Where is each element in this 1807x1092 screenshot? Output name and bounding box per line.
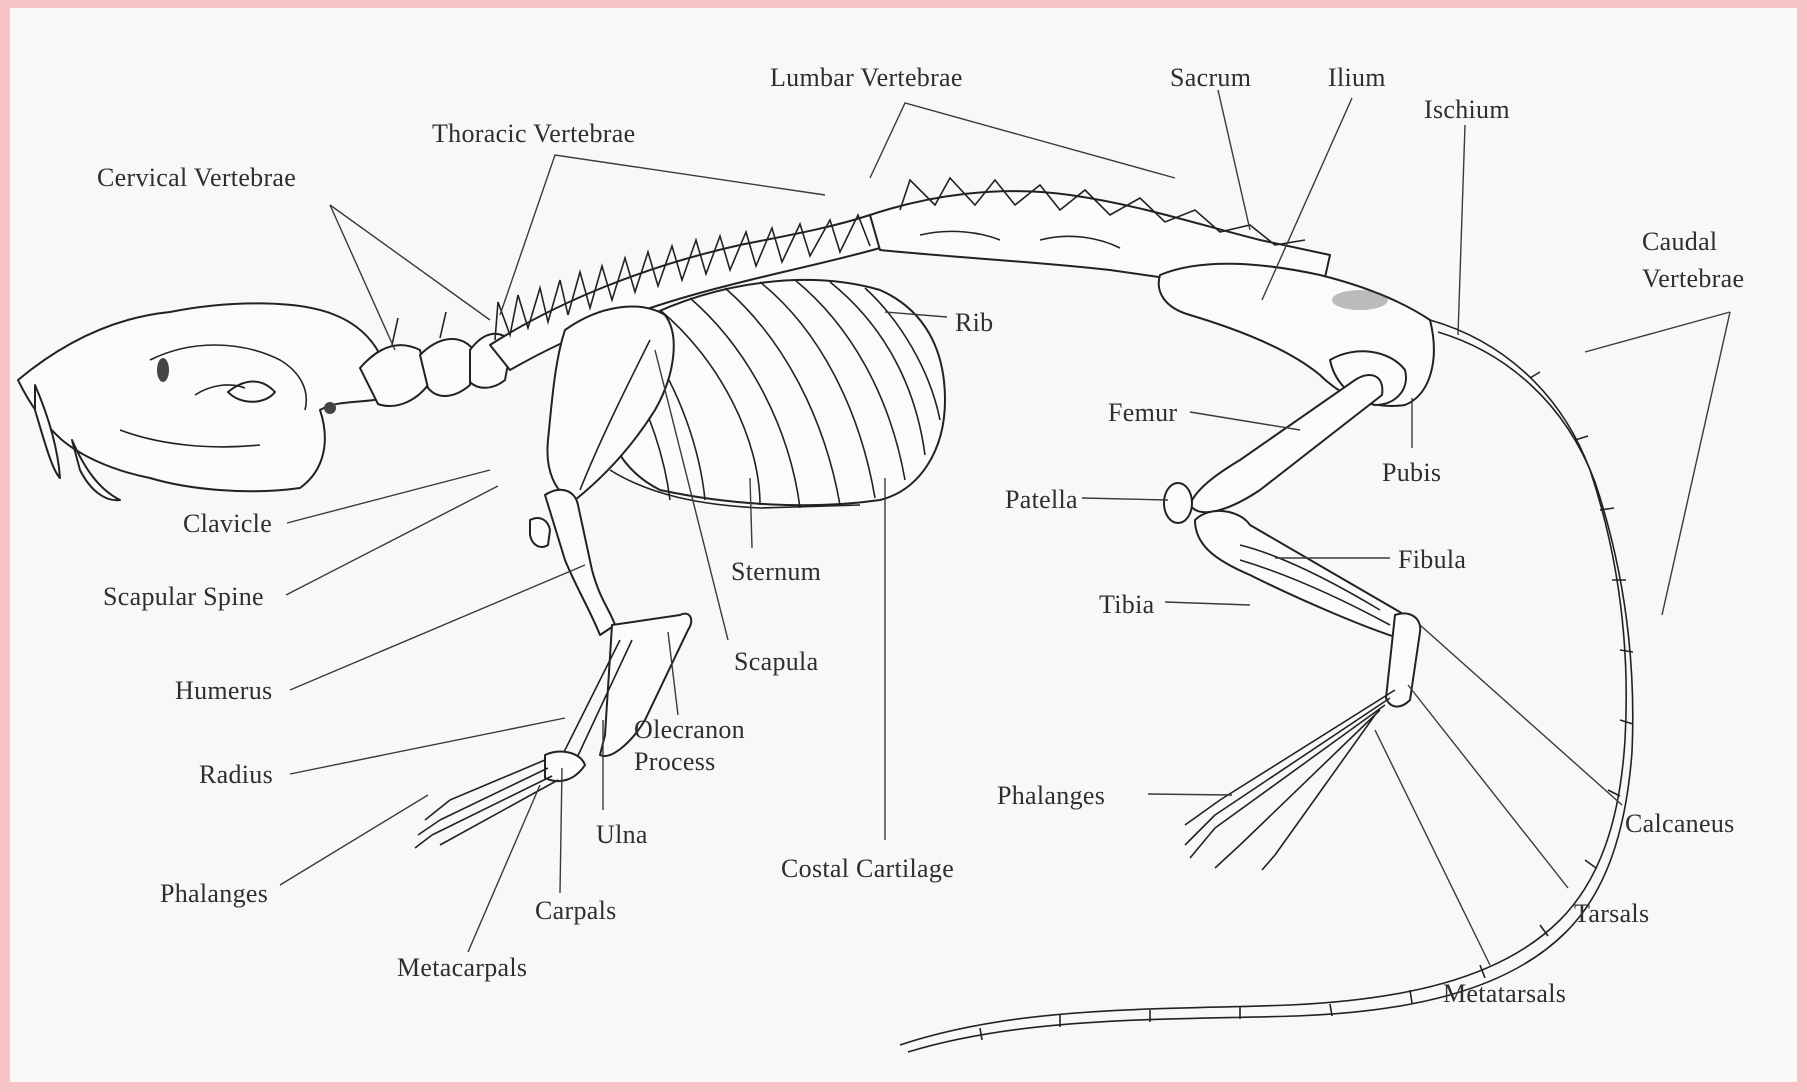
label-humerus: Humerus: [175, 676, 272, 705]
leader-caudal-1: [1585, 312, 1730, 352]
label-olecranon-line1: Olecranon: [634, 715, 745, 744]
leader-ischium: [1458, 125, 1465, 335]
leader-clavicle: [287, 470, 490, 523]
label-patella: Patella: [1005, 485, 1078, 514]
label-fibula: Fibula: [1398, 545, 1466, 574]
label-ilium: Ilium: [1328, 63, 1386, 92]
label-ulna: Ulna: [596, 820, 648, 849]
cervical-vertebrae: [360, 312, 512, 406]
tail: [900, 320, 1633, 1052]
label-radius: Radius: [199, 760, 273, 789]
label-cervical-vertebrae: Cervical Vertebrae: [97, 163, 296, 192]
skull: [18, 303, 392, 500]
label-calcaneus: Calcaneus: [1625, 809, 1735, 838]
leader-femur: [1190, 412, 1300, 430]
leader-cervical-2: [330, 205, 490, 320]
pelvis: [1159, 264, 1434, 406]
leader-tarsals: [1408, 685, 1568, 888]
label-scapular-spine: Scapular Spine: [103, 582, 264, 611]
label-femur: Femur: [1108, 398, 1177, 427]
label-phalanges-hind: Phalanges: [997, 781, 1105, 810]
leader-humerus: [290, 565, 585, 690]
leader-carpals: [560, 768, 562, 893]
skeleton-drawing: [18, 178, 1633, 1052]
label-phalanges-fore: Phalanges: [160, 879, 268, 908]
label-pubis: Pubis: [1382, 458, 1441, 487]
label-metacarpals: Metacarpals: [397, 953, 527, 982]
label-tibia: Tibia: [1099, 590, 1155, 619]
leader-metatarsals: [1375, 730, 1490, 965]
leader-patella: [1082, 498, 1168, 500]
leader-lumbar: [870, 103, 1175, 178]
leader-tibia: [1165, 602, 1250, 605]
label-caudal-line1: Caudal: [1642, 227, 1717, 256]
label-carpals: Carpals: [535, 896, 617, 925]
leader-radius: [290, 718, 565, 774]
forelimb: [415, 490, 691, 848]
label-lumbar-vertebrae: Lumbar Vertebrae: [770, 63, 963, 92]
label-caudal-line2: Vertebrae: [1642, 264, 1744, 293]
label-ischium: Ischium: [1424, 95, 1510, 124]
label-sacrum: Sacrum: [1170, 63, 1251, 92]
label-sternum: Sternum: [731, 557, 821, 586]
leader-scapular-spine: [286, 486, 498, 595]
label-scapula: Scapula: [734, 647, 819, 676]
leader-sacrum: [1218, 90, 1250, 230]
leader-phalanges-hind: [1148, 794, 1232, 795]
label-metatarsals: Metatarsals: [1443, 979, 1566, 1008]
label-thoracic-vertebrae: Thoracic Vertebrae: [432, 119, 635, 148]
leader-caudal-2: [1662, 312, 1730, 615]
label-costal-cartilage: Costal Cartilage: [781, 854, 954, 883]
label-clavicle: Clavicle: [183, 509, 272, 538]
leader-phalanges-fore: [280, 795, 428, 885]
label-rib: Rib: [955, 308, 993, 337]
label-tarsals: Tarsals: [1574, 899, 1649, 928]
leader-calcaneus: [1420, 625, 1622, 805]
hindlimb: [1164, 375, 1420, 870]
label-olecranon-line2: Process: [634, 747, 716, 776]
